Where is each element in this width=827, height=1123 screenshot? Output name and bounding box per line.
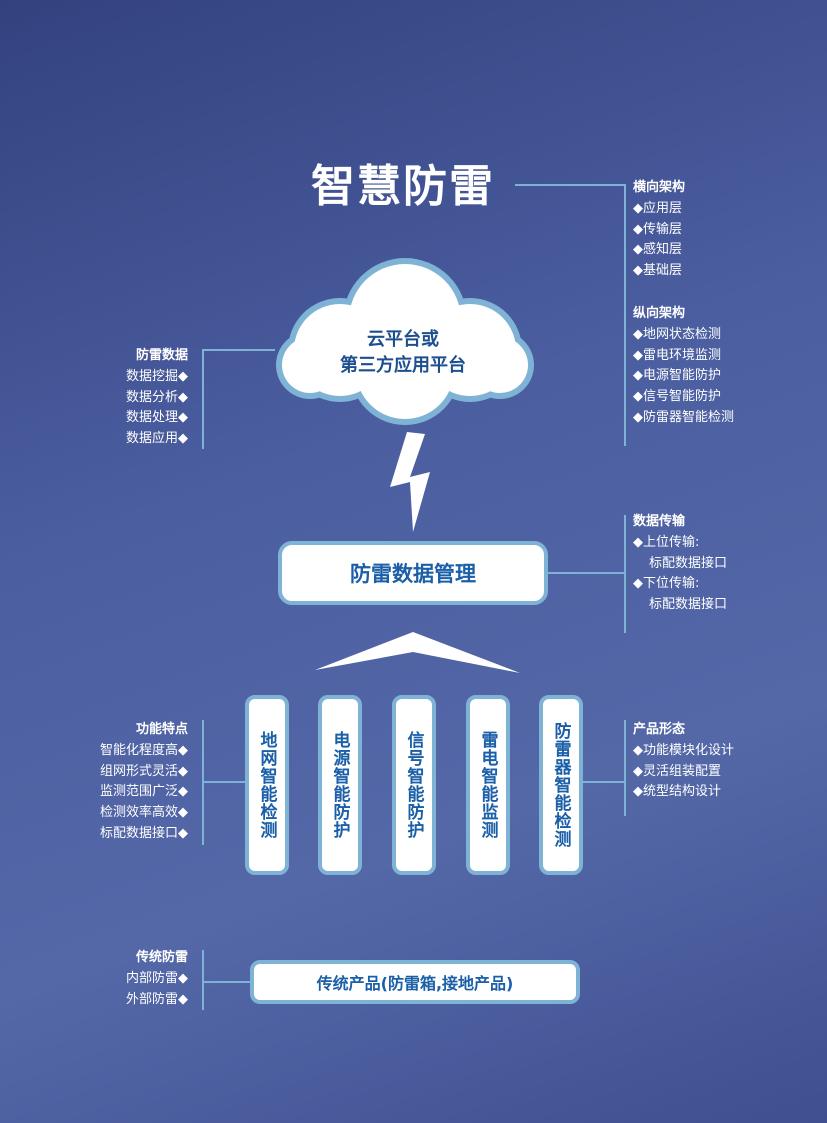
cloud-platform-label: 云平台或 第三方应用平台 [303, 327, 503, 379]
connector-line [582, 781, 625, 783]
list-item: ◆灵活组装配置 [633, 763, 721, 779]
connector-line [202, 950, 204, 1010]
cloud-icon [276, 258, 534, 425]
cloud-line-1: 云平台或 [367, 329, 439, 350]
features-list: 功能特点 智能化程度高◆ 组网形式灵活◆ 监测范围广泛◆ 检测效率高效◆ 标配数… [100, 720, 188, 845]
list-item: ◆统型结构设计 [633, 784, 721, 800]
list-item: ◆应用层 [633, 200, 682, 216]
pillar-ground-detection: 地网智能检测 [245, 695, 289, 875]
connector-line [515, 184, 626, 186]
list-item: 数据处理◆ [126, 410, 188, 426]
connector-line [624, 184, 626, 446]
connector-line [547, 572, 625, 574]
product-form-list: 产品形态 ◆功能模块化设计 ◆灵活组装配置 ◆统型结构设计 [633, 720, 734, 803]
list-item: 标配数据接口 [649, 555, 728, 571]
list-item: 数据挖掘◆ [126, 368, 188, 384]
list-item: ◆电源智能防护 [633, 368, 721, 384]
horizontal-architecture-list: 横向架构 ◆应用层 ◆传输层 ◆感知层 ◆基础层 [633, 178, 685, 282]
list-item: 内部防雷◆ [126, 970, 188, 986]
connector-line [624, 720, 626, 816]
list-title: 横向架构 [633, 180, 686, 195]
lightning-data-management-box: 防雷数据管理 [278, 541, 548, 605]
list-item: ◆雷电环境监测 [633, 347, 721, 363]
list-title: 产品形态 [633, 722, 686, 737]
pillar-lightning-monitoring: 雷电智能监测 [466, 695, 510, 875]
list-item: 标配数据接口 [649, 597, 728, 613]
connector-line [202, 349, 204, 449]
list-item: ◆地网状态检测 [633, 326, 721, 342]
list-item: ◆防雷器智能检测 [633, 409, 734, 425]
list-item: ◆基础层 [633, 263, 682, 279]
list-item: 数据应用◆ [126, 431, 188, 447]
list-item: 监测范围广泛◆ [100, 784, 188, 800]
lightning-data-list: 防雷数据 数据挖掘◆ 数据分析◆ 数据处理◆ 数据应用◆ [126, 346, 188, 450]
list-item: ◆传输层 [633, 221, 682, 237]
list-item: ◆功能模块化设计 [633, 742, 734, 758]
connector-line [203, 981, 250, 983]
list-title: 传统防雷 [135, 950, 188, 965]
pillar-signal-protection: 信号智能防护 [392, 695, 436, 875]
vertical-architecture-list: 纵向架构 ◆地网状态检测 ◆雷电环境监测 ◆电源智能防护 ◆信号智能防护 ◆防雷… [633, 304, 734, 429]
list-item: 标配数据接口◆ [100, 825, 188, 841]
list-item: 数据分析◆ [126, 389, 188, 405]
list-item: ◆信号智能防护 [633, 389, 721, 405]
traditional-protection-list: 传统防雷 内部防雷◆ 外部防雷◆ [126, 948, 188, 1010]
list-title: 功能特点 [135, 722, 188, 737]
traditional-products-box: 传统产品(防雷箱,接地产品) [250, 960, 580, 1004]
cloud-line-2: 第三方应用平台 [340, 355, 466, 376]
connector-line [203, 349, 275, 351]
list-title: 数据传输 [633, 514, 686, 529]
pillar-spd-detection: 防雷器智能检测 [539, 695, 583, 875]
data-transfer-list: 数据传输 ◆上位传输: 标配数据接口 ◆下位传输: 标配数据接口 [633, 512, 727, 616]
page-title: 智慧防雷 [311, 161, 495, 212]
list-item: ◆下位传输: [633, 576, 700, 592]
list-item: 检测效率高效◆ [100, 805, 188, 821]
list-item: ◆感知层 [633, 242, 682, 258]
list-item: 外部防雷◆ [126, 991, 188, 1007]
chevron-up-icon [315, 632, 520, 673]
pillar-power-protection: 电源智能防护 [318, 695, 362, 875]
list-item: 智能化程度高◆ [100, 742, 188, 758]
list-title: 防雷数据 [135, 348, 188, 363]
list-item: ◆上位传输: [633, 534, 700, 550]
lightning-bolt-icon [390, 432, 430, 532]
list-title: 纵向架构 [633, 306, 686, 321]
list-item: 组网形式灵活◆ [100, 763, 188, 779]
connector-line [203, 781, 245, 783]
connector-line [624, 515, 626, 633]
